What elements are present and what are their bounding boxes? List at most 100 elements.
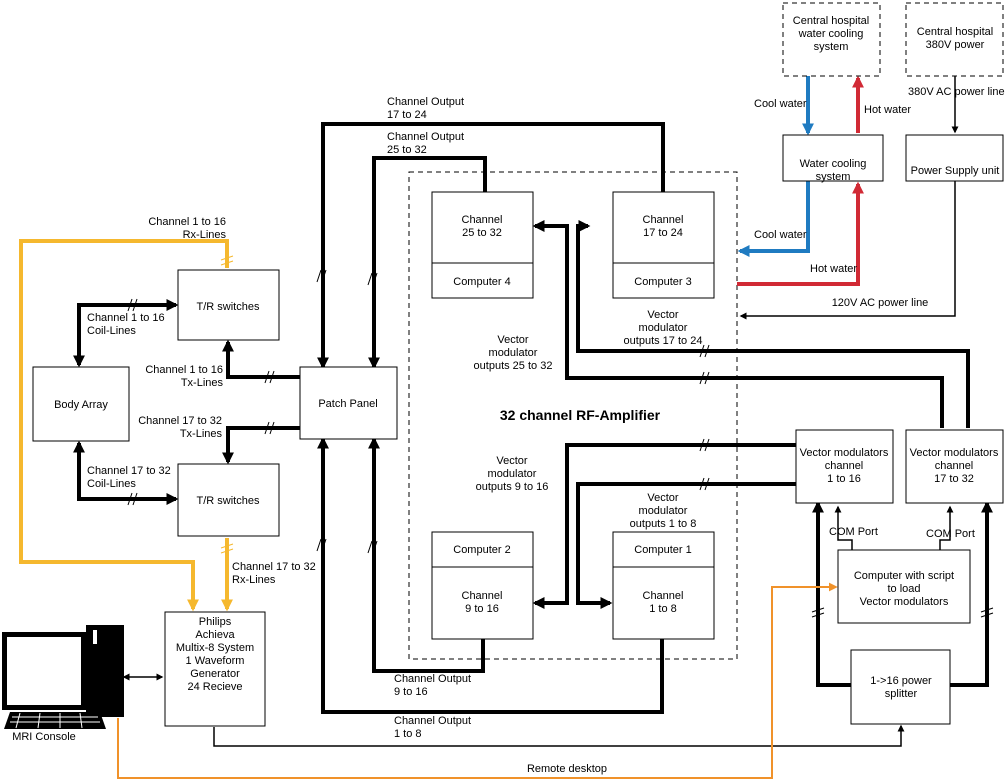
text-line: Channel <box>462 590 503 602</box>
text-line: Hot water <box>810 263 857 275</box>
text-line: Computer 1 <box>634 544 691 556</box>
mri-console-label: MRI Console <box>12 731 76 743</box>
com1-edge-label: COM Port <box>829 526 878 538</box>
text-line: 17 to 24 <box>643 227 683 239</box>
vm-outputs-25-32-line <box>532 220 944 428</box>
text-line: 1 to 16 <box>827 473 861 485</box>
rx-1-16-line <box>19 239 229 612</box>
com2-edge-label: COM Port <box>926 528 975 540</box>
text-line: to load <box>887 583 920 595</box>
vm-outputs-9-16-line <box>532 443 796 609</box>
hot-water-mid-edge-label: Hot water <box>810 263 857 275</box>
text-line: Channel Output <box>387 96 464 108</box>
central-power-box <box>905 2 1004 77</box>
text-line: Vector modulators <box>910 447 999 459</box>
bus-slash-marks <box>127 255 994 618</box>
comp1-label: Computer 1 <box>634 544 691 556</box>
splitter-to-vm2-line <box>950 500 993 687</box>
text-line: Computer 3 <box>634 276 691 288</box>
text-line: water cooling <box>798 28 864 40</box>
text-line: COM Port <box>829 526 878 538</box>
slash-mark <box>811 607 825 618</box>
slash-mark <box>699 438 710 452</box>
text-line: modulator <box>639 322 688 334</box>
text-line: Remote desktop <box>527 763 607 775</box>
text-line: channel <box>935 460 974 472</box>
channel-output-1-8-line <box>317 436 664 714</box>
text-line: Channel Output <box>387 131 464 143</box>
slash-mark <box>264 370 275 384</box>
slash-mark <box>316 269 327 283</box>
ac380-edge-label: 380V AC power line <box>908 86 1005 98</box>
text-line: Vector modulators <box>860 596 949 608</box>
text-line: Channel <box>643 590 684 602</box>
amp-unit-9-16 <box>431 531 534 640</box>
text-line: 17 to 24 <box>387 109 427 121</box>
cool-water-mid-line <box>737 181 810 257</box>
body-array-label: Body Array <box>54 399 108 411</box>
ac120-edge-label: 120V AC power line <box>832 297 929 309</box>
text-line: 32 channel RF-Amplifier <box>500 407 661 423</box>
text-line: 17 to 32 <box>934 473 974 485</box>
coil-17-32-line <box>73 440 179 505</box>
text-line: Channel 17 to 32 <box>138 415 222 427</box>
text-line: 1 Waveform <box>186 655 245 667</box>
text-line: Channel 1 to 16 <box>148 216 226 228</box>
slash-mark <box>699 477 710 491</box>
text-line: 1 to 8 <box>394 728 422 740</box>
text-line: Cool water <box>754 229 807 241</box>
boxes <box>32 2 1004 727</box>
channel-output-25-32-line <box>368 156 487 370</box>
script-computer-box <box>837 549 971 624</box>
patch-panel-box <box>299 366 398 440</box>
text-line: Generator <box>190 668 240 680</box>
amp-unit-17-24 <box>612 191 715 299</box>
slash-mark <box>316 538 327 552</box>
com-port-1-line <box>834 505 853 550</box>
com-port-2-line <box>939 505 954 550</box>
text-line: 24 Recieve <box>187 681 242 693</box>
water-cooling-box <box>782 134 884 182</box>
power-120v-line <box>739 181 956 320</box>
text-line: Tx-Lines <box>181 377 224 389</box>
text-line: modulator <box>639 505 688 517</box>
text-line: Central hospital <box>793 15 869 27</box>
comp4-label: Computer 4 <box>453 276 510 288</box>
philips-to-splitter-line <box>213 724 905 747</box>
text-line: Central hospital <box>917 26 993 38</box>
text-line: modulator <box>489 347 538 359</box>
text-line: Channel 1 to 16 <box>145 364 223 376</box>
tr-top-label: T/R switches <box>197 301 260 313</box>
vector-modulators-1-16-box <box>795 429 894 504</box>
amp-unit-1-8 <box>612 531 715 640</box>
text-line: splitter <box>885 688 918 700</box>
tx-1-16-line <box>222 339 300 379</box>
vector-modulators-17-32-box <box>905 429 1004 504</box>
text-line: T/R switches <box>197 495 260 507</box>
text-line: Patch Panel <box>318 398 377 410</box>
splitter-to-vm1-line <box>812 500 851 687</box>
text-line: 25 to 32 <box>462 227 502 239</box>
text-line: T/R switches <box>197 301 260 313</box>
text-line: Vector <box>647 309 679 321</box>
tr-bottom-label: T/R switches <box>197 495 260 507</box>
comp3-label: Computer 3 <box>634 276 691 288</box>
text-line: outputs 25 to 32 <box>474 360 553 372</box>
vm-outputs-17-24-line <box>576 220 970 428</box>
slash-mark <box>367 272 378 286</box>
slash-mark <box>264 421 275 435</box>
text-line: Power Supply unit <box>911 165 1000 177</box>
